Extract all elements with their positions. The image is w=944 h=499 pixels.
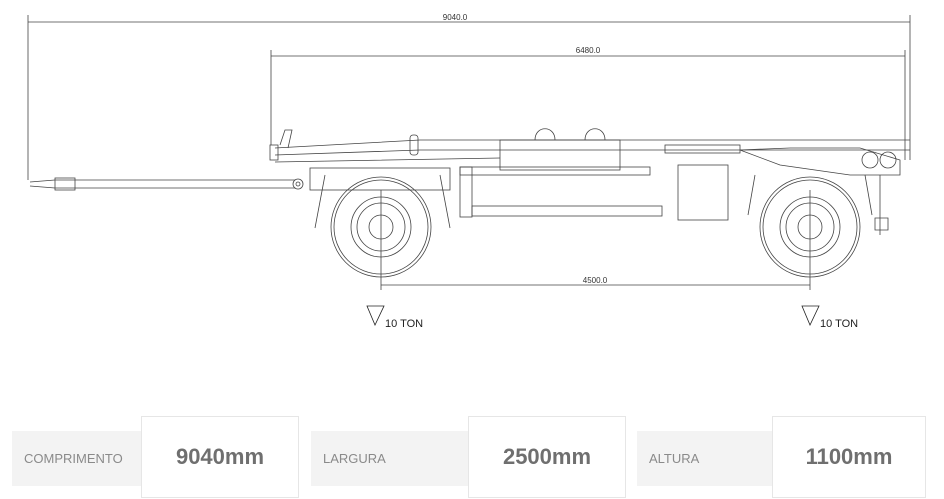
- spec-length-label: COMPRIMENTO: [12, 431, 141, 486]
- spec-width-value: 2500mm: [468, 416, 626, 498]
- rear-axle-load: 10 TON: [801, 305, 858, 330]
- trailer-technical-drawing: 9040.0 6480.0 4500.0 10 TON 10 TON: [27, 13, 911, 330]
- drawbar: [29, 177, 304, 191]
- spec-width-label: LARGURA: [311, 431, 469, 486]
- dim-overall-text: 9040.0: [443, 13, 468, 22]
- dimension-wheelbase: 4500.0: [381, 276, 810, 286]
- dim-body-text: 6480.0: [576, 46, 601, 55]
- chassis: [269, 128, 910, 235]
- front-axle-load-text: 10 TON: [385, 318, 423, 330]
- rear-axle-load-text: 10 TON: [820, 318, 858, 330]
- spec-height-value: 1100mm: [772, 416, 926, 498]
- dimension-body: 6480.0: [270, 46, 906, 160]
- spec-height-label: ALTURA: [637, 431, 773, 486]
- front-wheel: [330, 176, 432, 290]
- dim-wheelbase-text: 4500.0: [583, 276, 608, 285]
- front-axle-load: 10 TON: [366, 305, 423, 330]
- dimension-overall: 9040.0: [27, 13, 911, 180]
- rear-wheel: [747, 174, 873, 290]
- spec-length-value: 9040mm: [141, 416, 299, 498]
